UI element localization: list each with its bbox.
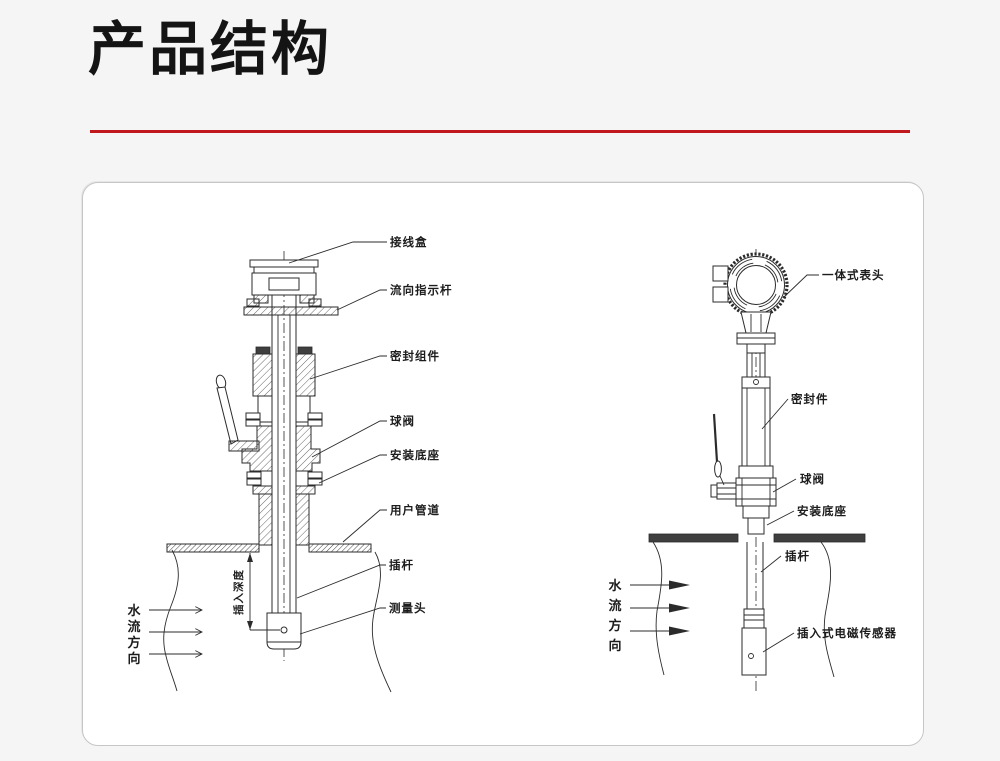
- right-diagram-outline-view: 水 流 方 向 一体式表头 密封件 球阀 安装底座: [608, 249, 897, 691]
- part-label-mounting-base: 安装底座: [390, 448, 440, 462]
- flow-meter-diagrams: 插入深度 水 流 方 向: [127, 235, 897, 693]
- insertion-depth-label: 插入深度: [232, 569, 245, 615]
- flow-arrow: [630, 626, 690, 636]
- part-label-mounting-base: 安装底座: [797, 504, 847, 518]
- water-wave-line: [163, 549, 179, 692]
- flow-direction-char: 流: [608, 598, 621, 614]
- pipe-wall: [166, 543, 372, 553]
- valve-handle: [215, 374, 260, 452]
- flow-direction-char: 向: [608, 638, 621, 654]
- electrode-dot: [280, 626, 288, 634]
- flow-direction-char: 向: [127, 651, 140, 667]
- electromagnetic-sensor: [741, 608, 767, 676]
- flow-arrow: [630, 603, 690, 613]
- cable-entry-tab: [712, 265, 729, 282]
- water-wave-line: [652, 541, 665, 676]
- water-wave-line: [820, 541, 835, 678]
- water-flow-right: 水 流 方 向: [608, 541, 835, 678]
- flow-direction-char: 水: [127, 603, 141, 619]
- water-wave-line: [371, 551, 392, 693]
- insertion-depth-dimension: 插入深度: [232, 553, 280, 631]
- part-label-ball-valve: 球阀: [800, 472, 825, 486]
- insertion-rod: [746, 542, 764, 609]
- left-diagram-sectional-view: 插入深度 水 流 方 向: [127, 235, 453, 693]
- display-window: [736, 265, 776, 305]
- part-label-insertion-rod: 插杆: [389, 558, 414, 572]
- head-neck: [736, 311, 776, 377]
- part-label-ball-valve: 球阀: [390, 414, 415, 428]
- page-title: 产品结构: [88, 15, 333, 83]
- knurled-ring: [723, 252, 789, 318]
- diagram-card: 插入深度 水 流 方 向: [82, 182, 924, 746]
- ball-valve: [710, 477, 777, 507]
- indicator-plate: [243, 306, 339, 316]
- part-label-seal: 密封件: [790, 392, 829, 406]
- leader-lines-right: [760, 274, 819, 653]
- junction-box: [246, 259, 322, 307]
- part-label-measuring-head: 测量头: [389, 601, 427, 615]
- part-label-integrated-head: 一体式表头: [822, 268, 885, 282]
- flow-direction-char: 流: [127, 619, 140, 635]
- part-label-indicator-rod: 流向指示杆: [390, 283, 453, 297]
- measuring-head: [266, 612, 302, 650]
- part-label-user-pipe: 用户管道: [389, 503, 440, 517]
- title-divider: [90, 130, 910, 133]
- valve-handle: [712, 413, 725, 486]
- electrode-dot: [748, 653, 754, 659]
- flow-direction-char: 方: [608, 618, 621, 634]
- meter-head: [712, 252, 789, 318]
- flow-arrow: [630, 580, 690, 590]
- part-label-seal-assembly: 密封组件: [389, 349, 440, 363]
- pipe-wall: [648, 533, 866, 543]
- water-flow-left: 水 流 方 向: [127, 549, 392, 693]
- mounting-base: [252, 485, 316, 546]
- cable-entry-tab: [712, 286, 729, 303]
- seal-body: [738, 376, 774, 479]
- flow-direction-char: 方: [127, 635, 140, 651]
- flow-direction-char: 水: [608, 578, 622, 594]
- mounting-base: [742, 505, 770, 535]
- part-label-em-sensor: 插入式电磁传感器: [797, 626, 897, 640]
- part-label-junction-box: 接线盒: [390, 235, 428, 249]
- leader-lines-left: [288, 241, 387, 635]
- part-label-insertion-rod: 插杆: [785, 549, 810, 563]
- seal-assembly: [252, 346, 316, 423]
